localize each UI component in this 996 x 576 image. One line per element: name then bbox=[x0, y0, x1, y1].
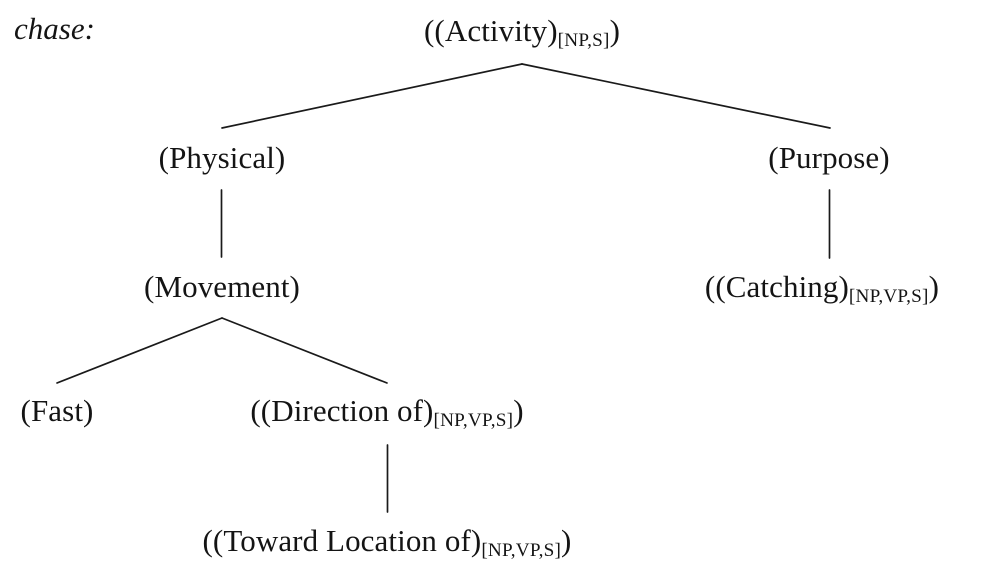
node-label-subscript: [NP,VP,S] bbox=[848, 285, 929, 307]
tree-node-activity: ((Activity)[NP,S]) bbox=[424, 13, 620, 50]
node-label-main: ((Catching) bbox=[704, 269, 849, 304]
node-label-tail: ) bbox=[609, 13, 620, 48]
node-label-tail: ) bbox=[561, 523, 572, 558]
tree-node-physical: (Physical) bbox=[159, 142, 286, 173]
node-label-subscript: [NP,S] bbox=[557, 29, 610, 51]
node-label-subscript: [NP,VP,S] bbox=[433, 409, 514, 431]
tree-node-fast: (Fast) bbox=[21, 395, 94, 426]
node-label-tail: ) bbox=[513, 393, 524, 428]
edge-activity-physical bbox=[221, 63, 523, 129]
node-label-main: ((Direction of) bbox=[250, 393, 434, 428]
node-label-main: (Physical) bbox=[158, 140, 286, 175]
tree-node-catching: ((Catching)[NP,VP,S]) bbox=[704, 269, 940, 306]
node-label-main: ((Activity) bbox=[424, 13, 558, 48]
node-label-main: (Fast) bbox=[20, 393, 94, 428]
node-label-main: (Movement) bbox=[144, 269, 300, 304]
node-label-subscript: [NP,VP,S] bbox=[481, 539, 562, 561]
edge-movement-direction-of bbox=[221, 317, 388, 384]
node-label-main: (Purpose) bbox=[768, 140, 890, 175]
edge-movement-fast bbox=[56, 317, 223, 384]
node-label-tail: ) bbox=[928, 269, 940, 304]
tree-node-movement: (Movement) bbox=[144, 271, 300, 302]
word-label-chase: chase: bbox=[14, 11, 95, 46]
tree-node-direction-of: ((Direction of)[NP,VP,S]) bbox=[250, 393, 524, 430]
node-label-main: ((Toward Location of) bbox=[202, 523, 482, 558]
tree-node-toward-location-of: ((Toward Location of)[NP,VP,S]) bbox=[202, 523, 572, 560]
edge-activity-purpose bbox=[521, 63, 831, 129]
tree-node-purpose: (Purpose) bbox=[768, 142, 889, 173]
